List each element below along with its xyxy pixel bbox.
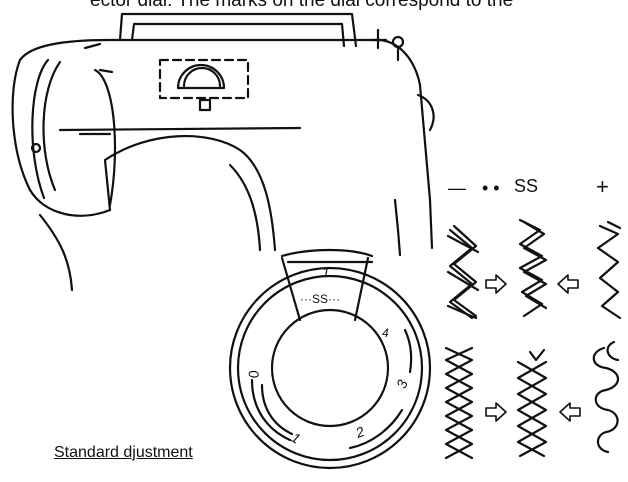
cross-stitch-row (444, 340, 620, 460)
legend-dots: • • (482, 178, 500, 198)
stitch-selector-dial (228, 248, 432, 470)
legend-ss: SS (514, 176, 539, 196)
machine-body (11, 12, 435, 292)
arrow-icon (485, 274, 581, 422)
dial-number: 4 (382, 326, 389, 340)
zigzag-stitch-row (446, 218, 622, 320)
legend-plus: + (596, 174, 609, 199)
dial-ss-mark: ···SS··· (300, 292, 340, 306)
caption-standard-adjustment: Standard djustment (54, 444, 193, 461)
dial-window (158, 58, 250, 100)
header-text-fragment: ector dial. The marks on the dial corres… (0, 0, 628, 12)
header-text: ector dial. The marks on the dial corres… (90, 0, 514, 11)
legend-dash: — (448, 178, 466, 198)
dial-number: 1 (322, 264, 330, 280)
handle (118, 12, 358, 48)
